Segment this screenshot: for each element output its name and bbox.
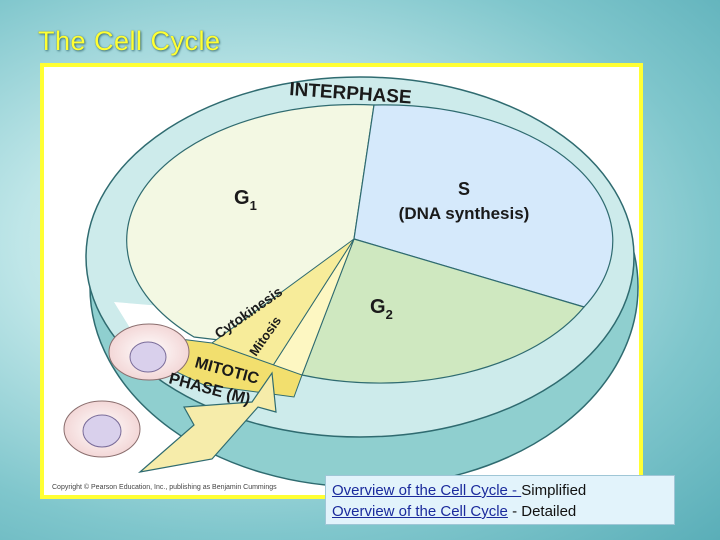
- g1-label: G1: [234, 187, 257, 213]
- overview-links-box: Overview of the Cell Cycle - Simplified …: [325, 475, 675, 525]
- overview-link-detailed[interactable]: Overview of the Cell Cycle: [332, 503, 508, 520]
- links-line-2: Overview of the Cell Cycle - Detailed: [332, 501, 668, 522]
- simplified-text: Simplified: [521, 482, 587, 499]
- g2-label: G2: [370, 296, 393, 322]
- slide-title: The Cell Cycle: [38, 26, 221, 56]
- daughter-nucleus-icon: [82, 414, 122, 448]
- g2-sector: [301, 238, 586, 384]
- s-sector: [353, 104, 614, 308]
- s-description: (DNA synthesis): [399, 204, 530, 223]
- s-label: S: [458, 179, 470, 199]
- detailed-text: - Detailed: [507, 503, 577, 520]
- copyright-notice: Copyright © Pearson Education, Inc., pub…: [52, 484, 277, 491]
- cell-cycle-figure: INTERPHASE G1 S (DNA synthesis) G2 Cytok…: [40, 63, 643, 499]
- links-line-1: Overview of the Cell Cycle - Simplified: [332, 480, 668, 501]
- nucleus-icon: [129, 341, 167, 373]
- overview-link-simplified[interactable]: Overview of the Cell Cycle -: [332, 482, 522, 499]
- cell-cycle-diagram: INTERPHASE G1 S (DNA synthesis) G2 Cytok…: [63, 76, 639, 488]
- g1-sector: [126, 103, 375, 344]
- mitotic-arrow: [137, 371, 277, 473]
